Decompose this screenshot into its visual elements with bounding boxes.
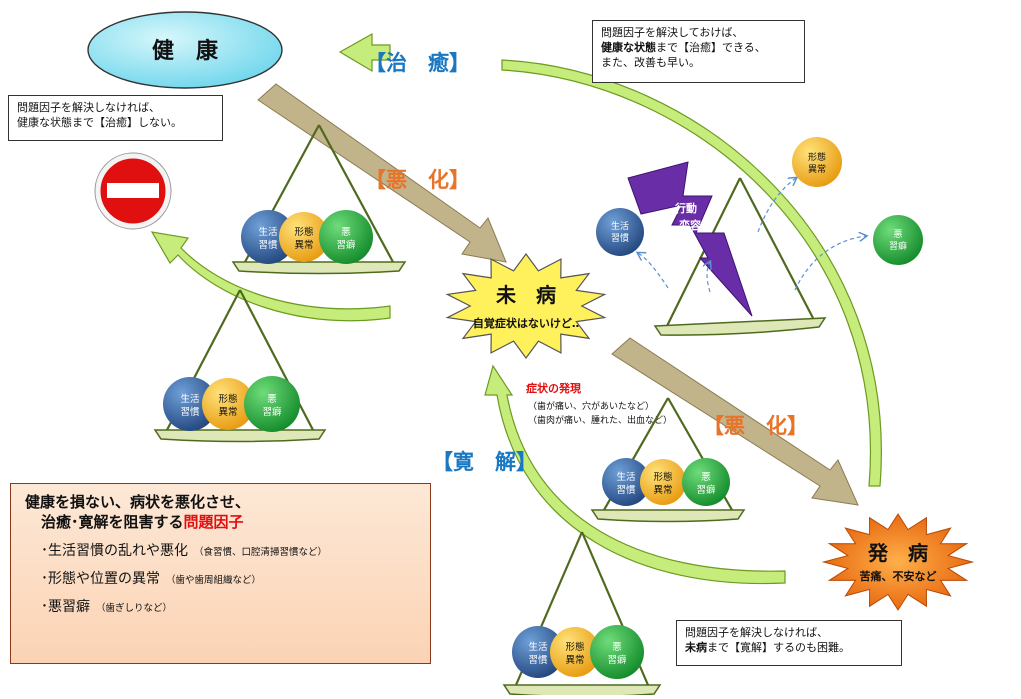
svg-text:形態: 形態	[218, 393, 237, 405]
svg-text:習癖: 習癖	[889, 240, 907, 252]
scale-right-tilted	[653, 177, 827, 336]
dashed-arrow-lifestyle	[638, 253, 669, 289]
ball-lifestyle-ejected: 生活 習慣	[596, 208, 644, 256]
mibyo-title: 未 病	[496, 283, 556, 307]
symptom-title: 症状の発現	[526, 381, 581, 395]
symptom-line2: （歯肉が痛い、腫れた、出血など）	[528, 414, 672, 426]
svg-text:習慣: 習慣	[528, 654, 548, 666]
cure-label: 【治 癒】	[365, 51, 470, 75]
callout-top-left: 問題因子を解決しなければ、 健康な状態まで【治癒】しない。	[8, 95, 223, 141]
worsen-arrow-right	[611, 337, 859, 506]
svg-text:悪: 悪	[893, 229, 902, 240]
svg-text:悪: 悪	[701, 472, 711, 483]
ball-habit-ejected: 悪 習癖	[873, 215, 923, 265]
symptom-line1: （歯が痛い、穴があいたなど）	[528, 400, 654, 412]
problem-factors-legend: 健康を損ない、病状を悪化させ、 治癒･寛解を阻害する問題因子 ･生活習慣の乱れや…	[10, 483, 431, 664]
callout-top-right: 問題因子を解決しておけば、 健康な状態まで【治癒】できる、 また、改善も早い。	[592, 20, 805, 83]
no-entry-sign-icon	[94, 152, 172, 230]
scale-string-right	[239, 289, 314, 431]
svg-text:異常: 異常	[565, 654, 584, 666]
svg-text:異常: 異常	[808, 163, 826, 175]
disease-title: 発 病	[867, 541, 928, 565]
scale-pan	[502, 684, 662, 698]
legend-item-lifestyle: ･生活習慣の乱れや悪化（食習慣、口腔清掃習慣など）	[41, 543, 328, 559]
svg-text:習慣: 習慣	[258, 239, 278, 251]
scale-string-right	[318, 124, 394, 263]
callout-bottom-right: 問題因子を解決しなければ、 未病まで【寛解】するのも困難。	[676, 620, 902, 666]
scale-pan	[590, 509, 746, 523]
disease-subtitle: 苦痛、不安など	[860, 569, 937, 583]
legend-item-habit: ･悪習癖（歯ぎしりなど）	[41, 599, 173, 615]
svg-text:形態: 形態	[565, 641, 584, 653]
svg-text:習癖: 習癖	[336, 239, 356, 251]
svg-text:習慣: 習慣	[616, 484, 636, 496]
legend-item-morphology: ･形態や位置の異常（歯や歯周組織など）	[41, 571, 262, 587]
worsen-label-top: 【悪 化】	[365, 168, 470, 192]
svg-text:形態: 形態	[294, 226, 313, 238]
cure-arrow-head	[338, 32, 391, 73]
disease-starburst	[821, 513, 975, 611]
ball-habit: 悪習癖	[244, 376, 300, 432]
ball-habit: 悪習癖	[590, 625, 644, 679]
svg-text:生活: 生活	[528, 641, 548, 653]
svg-text:習癖: 習癖	[696, 484, 716, 496]
legend-heading-1: 健康を損ない、病状を悪化させ、	[25, 493, 251, 511]
svg-text:生活: 生活	[180, 393, 200, 405]
scale-string-left	[666, 177, 741, 327]
ball-habit: 悪習癖	[319, 210, 373, 264]
svg-text:悪: 悪	[267, 394, 277, 405]
svg-text:形態: 形態	[808, 151, 826, 163]
ball-lifestyle: 生活習慣	[163, 377, 217, 431]
ball-lifestyle: 生活習慣	[241, 210, 295, 264]
svg-text:習慣: 習慣	[611, 232, 629, 244]
dashed-arrow-small	[707, 262, 710, 293]
ball-habit: 悪習癖	[682, 458, 730, 506]
svg-text:異常: 異常	[294, 239, 313, 251]
lightning-bolt-icon	[627, 161, 753, 317]
scale-string-right	[739, 177, 814, 319]
svg-text:習慣: 習慣	[180, 406, 200, 418]
svg-text:悪: 悪	[341, 227, 351, 238]
scale-pan	[153, 429, 327, 443]
scale-pan	[653, 317, 827, 336]
svg-text:生活: 生活	[258, 226, 278, 238]
svg-text:生活: 生活	[616, 471, 636, 483]
svg-text:習癖: 習癖	[262, 406, 282, 418]
mibyo-subtitle: 自覚症状はないけど‥	[473, 316, 579, 330]
cure-long-arrow	[501, 59, 882, 487]
ball-morphology-ejected: 形態 異常	[792, 137, 842, 187]
mibyo-starburst	[445, 252, 607, 360]
behavior-change-line2: 変容	[679, 218, 701, 232]
scale-pan	[231, 261, 407, 275]
remission-label: 【寛 解】	[432, 450, 537, 474]
svg-text:形態: 形態	[653, 471, 672, 483]
svg-text:悪: 悪	[612, 642, 622, 653]
behavior-change-line1: 行動	[674, 201, 697, 215]
ball-lifestyle: 生活習慣	[602, 458, 650, 506]
health-ellipse	[87, 11, 283, 89]
svg-text:習癖: 習癖	[607, 654, 627, 666]
ball-lifestyle: 生活習慣	[512, 626, 564, 678]
svg-text:生活: 生活	[611, 220, 629, 232]
left-curved-arrow	[150, 231, 391, 322]
health-label: 健 康	[152, 38, 219, 64]
svg-text:異常: 異常	[218, 406, 237, 418]
dashed-arrow-morphology	[757, 178, 796, 233]
dashed-arrow-habit	[794, 236, 866, 291]
svg-text:異常: 異常	[653, 484, 672, 496]
worsen-label-right: 【悪 化】	[703, 414, 808, 438]
remission-arrow	[484, 364, 786, 585]
legend-heading-2: 治癒･寛解を阻害する問題因子	[41, 513, 244, 531]
